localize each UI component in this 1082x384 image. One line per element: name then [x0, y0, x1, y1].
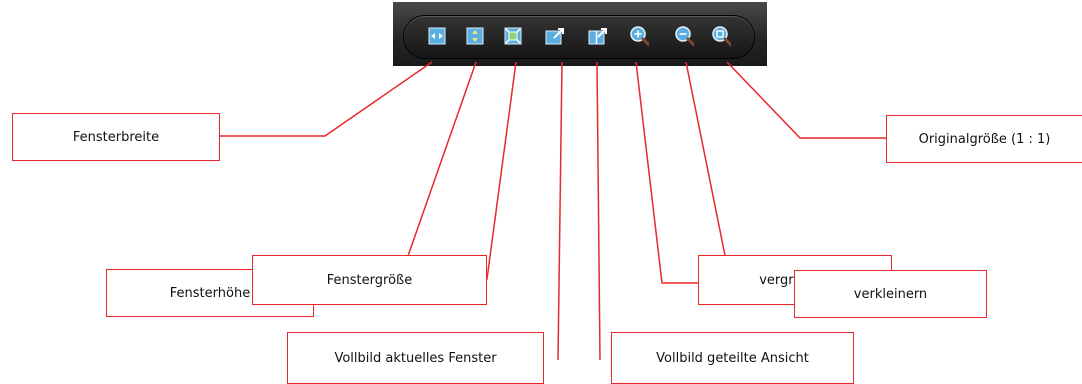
- leader-line-zoom-in: [635, 61, 698, 284]
- callout-label: verkleinern: [853, 286, 928, 302]
- callout-label: Fensterbreite: [72, 129, 160, 145]
- fullscreen-current-window-button[interactable]: [545, 26, 565, 46]
- fit-height-button[interactable]: [465, 26, 485, 46]
- callout-label: Fenstergröße: [326, 272, 413, 288]
- callout-fit-window: Fenstergröße: [252, 255, 487, 305]
- fit-width-button[interactable]: [427, 26, 447, 46]
- zoom-out-icon: [675, 26, 694, 47]
- fit-height-icon: [466, 27, 484, 45]
- callout-label: Vollbild aktuelles Fenster: [334, 350, 497, 366]
- fullscreen-split-view-button[interactable]: [588, 26, 608, 46]
- zoom-in-icon: [630, 26, 649, 47]
- zoom-out-button[interactable]: [674, 26, 694, 47]
- zoom-original-button[interactable]: [711, 26, 731, 47]
- callout-label: Fensterhöhe: [169, 285, 251, 301]
- zoom-original-icon: [712, 26, 731, 47]
- leader-line-fullscreen-split: [596, 61, 601, 361]
- callout-zoom-out: verkleinern: [794, 270, 987, 318]
- callout-label: Vollbild geteilte Ansicht: [656, 350, 809, 366]
- fit-window-icon: [504, 27, 522, 45]
- leader-line-fullscreen-current: [557, 61, 563, 361]
- fit-width-icon: [428, 27, 446, 45]
- toolbar-button-group: [404, 16, 754, 58]
- fullscreen-split-view-icon: [588, 28, 607, 45]
- callout-fullscreen-current-window: Vollbild aktuelles Fenster: [287, 332, 544, 384]
- leader-line-fit-width: [220, 61, 433, 137]
- callout-fullscreen-split-view: Vollbild geteilte Ansicht: [611, 332, 854, 384]
- zoom-in-button[interactable]: [629, 26, 649, 47]
- callout-fit-width: Fensterbreite: [12, 113, 220, 161]
- leader-line-zoom-original: [726, 61, 886, 139]
- callout-zoom-original: Originalgröße (1 : 1): [886, 115, 1082, 163]
- toolbar: [393, 2, 767, 66]
- fullscreen-current-window-icon: [545, 28, 564, 45]
- callout-label: Originalgröße (1 : 1): [918, 131, 1051, 147]
- leader-line-fit-window: [466, 61, 517, 280]
- fit-window-button[interactable]: [503, 26, 523, 46]
